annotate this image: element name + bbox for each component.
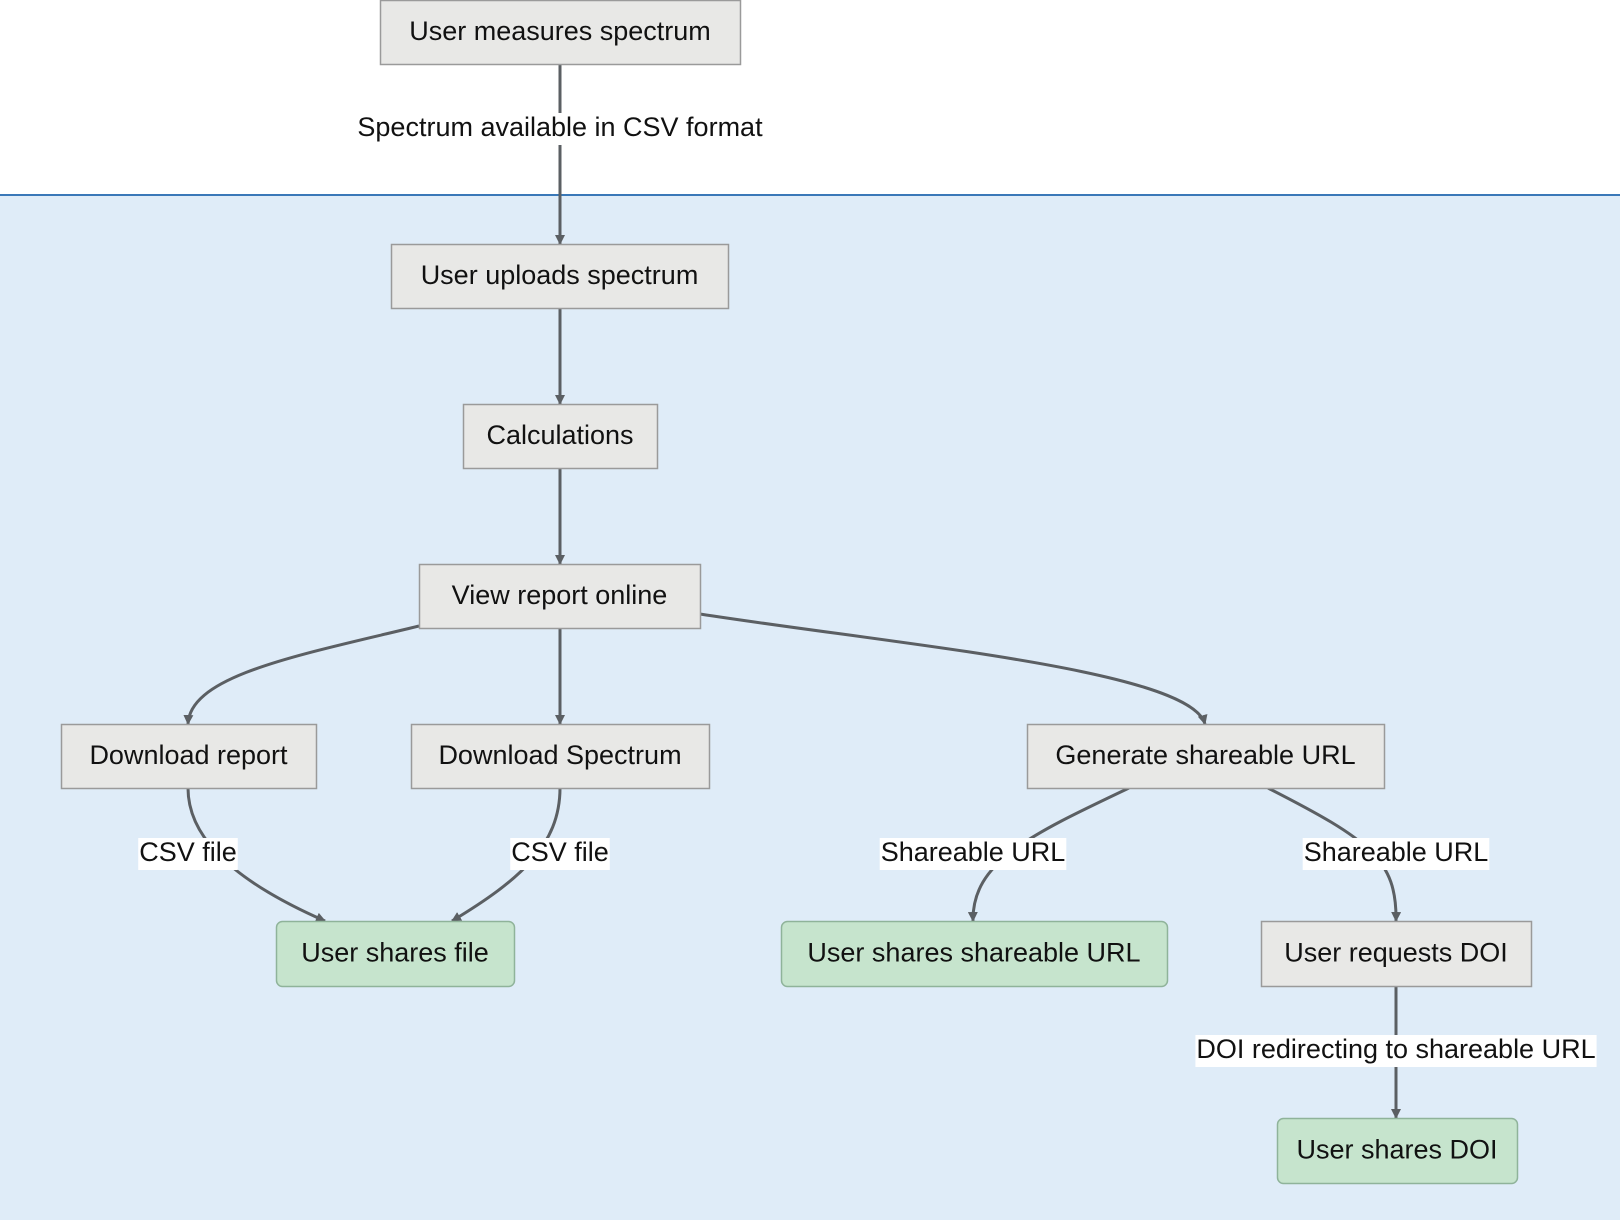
node-share-url: User shares shareable URL <box>780 920 1169 988</box>
node-measure: User measures spectrum <box>379 0 742 66</box>
node-label: User shares DOI <box>1296 1135 1497 1165</box>
edge-label-text: Shareable URL <box>881 837 1066 867</box>
node-share-file: User shares file <box>275 920 516 988</box>
edge-label-text: Spectrum available in CSV format <box>357 112 763 142</box>
node-label: Generate shareable URL <box>1055 740 1355 770</box>
node-share-doi: User shares DOI <box>1276 1117 1519 1185</box>
node-label: User shares file <box>301 938 489 968</box>
node-label: View report online <box>452 580 668 610</box>
edge-label-background <box>510 838 610 870</box>
edge-label-background <box>1302 838 1490 870</box>
node-view: View report online <box>418 563 702 630</box>
terminal-box <box>1276 1117 1519 1185</box>
node-label: User uploads spectrum <box>421 260 699 290</box>
edge-label-text: CSV file <box>139 837 237 867</box>
edge-label: Spectrum available in CSV format <box>356 112 765 145</box>
node-dl-report: Download report <box>60 723 318 790</box>
node-label: User shares shareable URL <box>807 938 1140 968</box>
edge-label: Shareable URL <box>1302 837 1490 870</box>
process-box <box>379 0 742 66</box>
edge-view-to-gen-url <box>699 612 1208 725</box>
edge-label: Shareable URL <box>879 837 1067 870</box>
node-label: User measures spectrum <box>409 16 711 46</box>
process-box <box>1026 723 1386 790</box>
edge-label: CSV file <box>510 837 610 870</box>
process-box <box>390 243 730 310</box>
terminal-box <box>275 920 516 988</box>
edge-view-to-dl-report <box>183 624 420 725</box>
edge-label-text: Shareable URL <box>1304 837 1489 867</box>
node-label: User requests DOI <box>1284 938 1508 968</box>
node-label: Download report <box>89 740 288 770</box>
edge-label-background <box>879 838 1067 870</box>
edge-label-background <box>1195 1035 1597 1067</box>
node-dl-spectrum: Download Spectrum <box>410 723 711 790</box>
edge-label-background <box>138 838 238 870</box>
edge-label: CSV file <box>138 837 238 870</box>
node-upload: User uploads spectrum <box>390 243 730 310</box>
terminal-box <box>780 920 1169 988</box>
edge-label: DOI redirecting to shareable URL <box>1195 1034 1597 1067</box>
process-box <box>60 723 318 790</box>
edge-label-text: DOI redirecting to shareable URL <box>1196 1034 1595 1064</box>
edge-label-background <box>356 113 765 145</box>
node-gen-url: Generate shareable URL <box>1026 723 1386 790</box>
process-box <box>462 403 659 470</box>
node-label: Calculations <box>486 420 633 450</box>
process-box <box>410 723 711 790</box>
node-req-doi: User requests DOI <box>1260 920 1533 988</box>
node-label: Download Spectrum <box>438 740 681 770</box>
process-box <box>418 563 702 630</box>
process-box <box>1260 920 1533 988</box>
edge-label-text: CSV file <box>511 837 609 867</box>
node-calc: Calculations <box>462 403 659 470</box>
